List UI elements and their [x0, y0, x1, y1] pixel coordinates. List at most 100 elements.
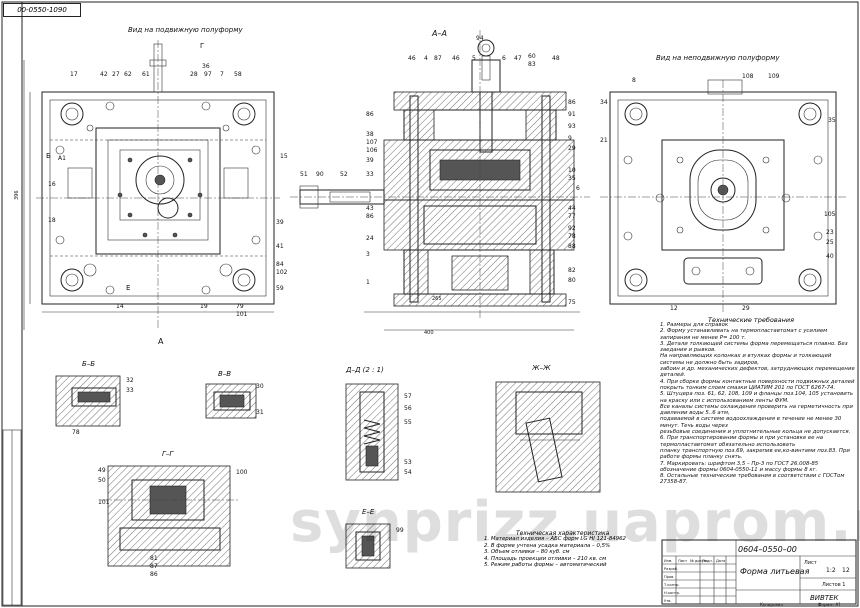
svg-text:61: 61: [142, 71, 150, 78]
svg-text:4: 4: [424, 55, 428, 62]
svg-text:3: 3: [366, 251, 370, 258]
tech-req-line: планку транспортную поз.69, закрепив ее,…: [660, 447, 850, 461]
svg-text:78: 78: [72, 429, 80, 436]
tech-req-line: 7. Маркировать: шрифтом 3,5 – Пр-3 по ГО…: [660, 460, 819, 473]
tech-requirements-title: Технические требования: [708, 316, 795, 324]
svg-text:25: 25: [826, 239, 834, 246]
tech-req-line: Все каналы системы охлаждения проверить …: [660, 403, 853, 417]
tech-characteristics-title: Техническая характеристика: [516, 530, 610, 537]
svg-text:49: 49: [98, 467, 106, 474]
svg-text:80: 80: [568, 277, 576, 284]
svg-text:17: 17: [70, 71, 78, 78]
title-row-tkontr: Т.контр.: [663, 583, 680, 587]
svg-text:10: 10: [568, 167, 576, 174]
plate-moving: [383, 199, 575, 251]
svg-text:41: 41: [276, 243, 284, 250]
svg-text:109: 109: [768, 73, 780, 80]
svg-text:91: 91: [568, 111, 576, 118]
svg-text:19: 19: [200, 303, 208, 310]
tech-char-line: 2. В форме учтена усадка материала – 0,5…: [484, 542, 611, 549]
tech-req-line: 4. При сборке формы контактные поверхнос…: [660, 378, 855, 391]
svg-text:106: 106: [366, 147, 378, 154]
svg-text:90: 90: [316, 171, 324, 178]
svg-text:23: 23: [826, 229, 834, 236]
svg-text:99: 99: [396, 527, 404, 534]
view-title-section-gg: Г–Г: [162, 450, 174, 458]
title-row-nkontr: Н.контр.: [664, 591, 680, 595]
title-scale: 1:2: [826, 567, 836, 574]
tech-req-line: подаваемой в системе водоохлаждения в те…: [660, 416, 842, 429]
tech-characteristics: 1. Материал изделия – АБС форм LG HI 121…: [484, 536, 664, 569]
svg-text:21: 21: [600, 137, 608, 144]
svg-text:83: 83: [528, 61, 536, 68]
svg-text:33: 33: [366, 171, 374, 178]
tech-char-line: 1. Материал изделия – АБС форм LG HI 121…: [484, 536, 626, 542]
tech-char-line: 4. Площадь проекции отливки – 210 кв. см: [484, 555, 607, 562]
dim-width-total: 400: [424, 330, 434, 336]
svg-text:28: 28: [190, 71, 198, 78]
svg-text:7: 7: [220, 71, 224, 78]
transport-bar: [683, 257, 763, 285]
dim-width-mid: 265: [432, 296, 442, 302]
svg-text:46: 46: [452, 55, 460, 62]
title-row-prov: Пров.: [664, 575, 674, 579]
svg-text:97: 97: [204, 71, 212, 78]
svg-text:39: 39: [366, 157, 374, 164]
title-row-list: Лист: [678, 559, 687, 563]
svg-text:102: 102: [276, 269, 288, 276]
tech-req-line: забоин и др. механических дефектов, затр…: [660, 366, 855, 379]
svg-text:1: 1: [366, 279, 370, 286]
section-ee-view: Е–Е 99: [345, 508, 404, 569]
svg-text:43: 43: [366, 205, 374, 212]
svg-text:33: 33: [126, 387, 134, 394]
tech-requirements: 1. Размеры для справок 2. Форму устанавл…: [660, 322, 856, 486]
svg-text:30: 30: [256, 383, 264, 390]
svg-text:35: 35: [568, 175, 576, 182]
svg-text:77: 77: [568, 213, 576, 220]
dim-height: 396: [14, 190, 20, 200]
svg-text:86: 86: [366, 213, 374, 220]
view-title-section-bb: Б–Б: [82, 360, 95, 368]
svg-text:24: 24: [366, 235, 374, 242]
section-mark-a-bottom: А: [158, 337, 164, 346]
svg-text:56: 56: [404, 405, 412, 412]
title-row-izm: Изм.: [664, 559, 672, 563]
svg-text:34: 34: [600, 99, 608, 106]
svg-text:60: 60: [528, 53, 536, 60]
tech-req-line: 2. Форму устанавливать на термопластавто…: [660, 328, 828, 341]
title-designation: 0604–0550–00: [738, 545, 797, 554]
tech-char-line: 5. Режим работы формы – автоматический: [484, 562, 607, 569]
svg-text:88: 88: [568, 243, 576, 250]
svg-text:86: 86: [568, 99, 576, 106]
section-zhzh-view: Ж–Ж: [495, 364, 601, 493]
svg-text:38: 38: [366, 131, 374, 138]
tech-req-line: 8. Остальные технические требования в со…: [660, 473, 845, 486]
view-title-section-ee: Е–Е: [362, 508, 375, 516]
svg-text:58: 58: [234, 71, 242, 78]
section-mark-g: Г: [200, 42, 204, 50]
svg-text:105: 105: [824, 211, 836, 218]
svg-text:92: 92: [568, 225, 576, 232]
tech-char-line: 3. Объем отливки – 80 куб. см: [484, 549, 570, 556]
svg-text:53: 53: [404, 459, 412, 466]
svg-text:50: 50: [98, 477, 106, 484]
svg-text:101: 101: [236, 311, 248, 318]
svg-text:47: 47: [514, 55, 522, 62]
svg-text:15: 15: [280, 153, 288, 160]
title-row-date: Дата: [716, 559, 725, 563]
view-title-section-dd: Д–Д (2 : 1): [345, 366, 384, 374]
svg-text:A1: A1: [58, 155, 66, 162]
svg-text:62: 62: [124, 71, 132, 78]
tech-req-line: резьбовые соединения и уплотнительные ко…: [660, 429, 851, 436]
svg-text:108: 108: [742, 73, 754, 80]
title-copied: Копировал: [760, 602, 783, 607]
title-company: ВИВТЕК: [810, 594, 840, 602]
section-aa-view: А–А 400 265: [290, 29, 590, 336]
svg-text:16: 16: [48, 181, 56, 188]
title-name: Форма литьевая: [740, 567, 810, 576]
svg-text:35: 35: [828, 117, 836, 124]
svg-text:32: 32: [126, 377, 134, 384]
